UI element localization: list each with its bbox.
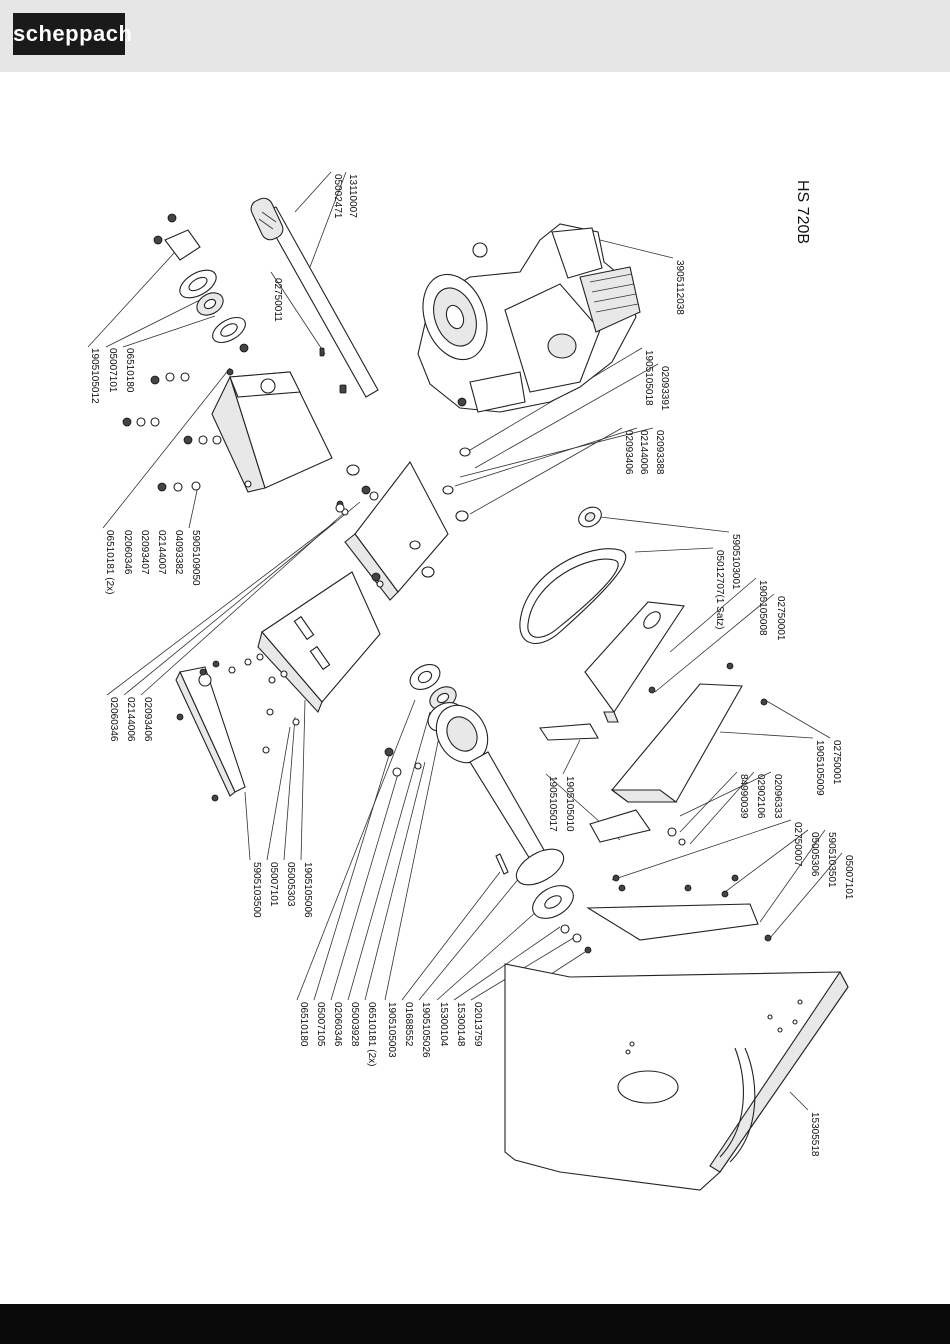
part-label: 01688552 [403,1002,414,1047]
part-label: 02060346 [108,697,119,742]
page-header: scheppach [0,0,950,72]
part-label: 02060346 [332,1002,343,1047]
part-label: 1905105006 [302,862,313,918]
part-label: 02013759 [472,1002,483,1047]
belt-guard-brackets [539,601,772,942]
part-label: 15300148 [455,1002,466,1047]
part-label: 02750011 [272,278,283,322]
part-label: 84990039 [738,774,749,819]
part-label: 02093406 [142,697,153,742]
handle-tube [250,197,379,398]
part-label: 1905105010 [564,776,575,832]
part-label: 02093391 [659,366,670,411]
part-label: 02093388 [654,430,665,475]
part-label: 02093407 [139,530,150,575]
part-label: 02750001 [775,596,786,641]
part-label: 04093382 [173,530,184,575]
part-label: 1905105018 [643,350,654,406]
part-label: 3905112038 [674,260,685,315]
part-label: 02060346 [122,530,133,575]
part-label: 06510180 [124,348,135,393]
part-label: 1905105009 [814,740,825,796]
page-footer [0,1304,950,1344]
part-label: 06510181 (2x) [366,1002,377,1067]
part-label: 05012707(1 Satz) [714,550,725,630]
exploded-parts-diagram: HS 720B 05002471 13110007 02750011 06510… [87,171,854,1191]
part-label: 1905105008 [757,580,768,636]
part-label: 05007101 [107,348,118,393]
part-label: 1905105003 [386,1002,397,1058]
part-label: 02144006 [125,697,136,742]
part-label: 15305518 [809,1112,820,1157]
part-label: 02750001 [831,740,842,785]
part-label: 02902106 [755,774,766,819]
part-label: 02144007 [156,530,167,575]
part-label: 05007101 [843,855,854,900]
lower-bracket [175,571,381,802]
part-label: 05005306 [809,832,820,877]
part-label: 1905105017 [547,776,558,832]
engine-mount-plate [335,447,471,601]
part-label: 13110007 [347,174,358,218]
part-labels: HS 720B 05002471 13110007 02750011 06510… [89,174,854,1157]
part-label: 1905105026 [420,1002,431,1058]
leader-lines [87,171,843,1111]
engine [417,223,641,413]
model-label: HS 720B [794,180,811,244]
part-label: 5905109050 [190,530,201,586]
housing-box [211,371,333,493]
part-label: 05005303 [285,862,296,907]
part-label: 02093406 [623,430,634,475]
scheppach-logo: scheppach [13,13,132,55]
part-label: 5905103001 [730,534,741,590]
flange-bearing-group [122,213,249,492]
base-plate [504,963,849,1191]
part-label: 02096333 [772,774,783,819]
shaft-pulley-assembly [384,664,592,954]
part-label: 1905105012 [89,348,100,404]
part-label: 05007105 [315,1002,326,1047]
part-label: 06510180 [298,1002,309,1047]
part-label: 02750007 [792,822,803,867]
part-label: 5905103500 [251,862,262,918]
part-label: 02144006 [638,430,649,475]
part-label: 05002471 [332,174,343,219]
belt-and-pulley [519,506,627,645]
part-label: 5905103501 [826,832,837,888]
part-label: 05003928 [349,1002,360,1047]
part-label: 06510181 (2x) [104,530,115,595]
part-label: 15300104 [438,1002,449,1047]
part-label: 05007101 [268,862,279,907]
